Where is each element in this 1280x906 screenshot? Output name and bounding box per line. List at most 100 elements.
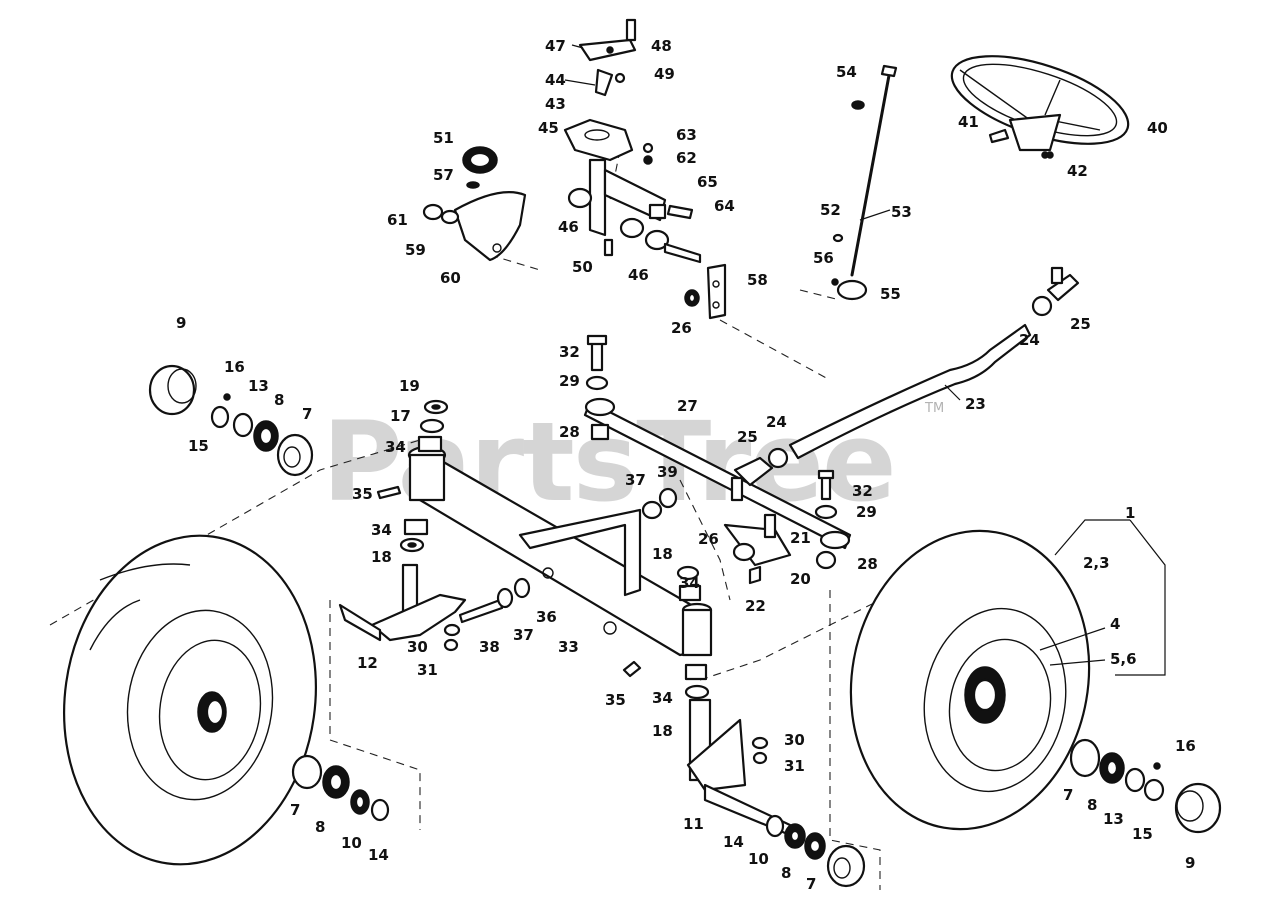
- callout-label: 22: [745, 597, 766, 615]
- callout-label: 30: [784, 731, 805, 749]
- callout-label: 63: [676, 126, 697, 144]
- callout-label: 7: [1063, 786, 1073, 804]
- callout-label: 8: [1087, 796, 1097, 814]
- left-spindle[interactable]: [338, 563, 467, 642]
- callout-labels: 48 47 49 44 43 45 63 62 65 64 46 46 50 5…: [176, 37, 1196, 893]
- callout-label: 19: [399, 377, 420, 395]
- callout-label: 16: [224, 358, 245, 376]
- callout-label: 59: [405, 241, 426, 259]
- callout-label: 60: [440, 269, 461, 287]
- callout-label: 34: [679, 574, 700, 592]
- callout-label: 8: [781, 864, 791, 882]
- drag-link[interactable]: [788, 323, 1032, 460]
- callout-label: 41: [958, 113, 979, 131]
- callout-label: 37: [513, 626, 534, 644]
- callout-label: 64: [714, 197, 735, 215]
- callout-label: 49: [654, 65, 675, 83]
- callout-label: 53: [891, 203, 912, 221]
- callout-label: 37: [625, 471, 646, 489]
- callout-label: 15: [188, 437, 209, 455]
- callout-label: 14: [723, 833, 744, 851]
- callout-label: 13: [248, 377, 269, 395]
- callout-label: 8: [274, 391, 284, 409]
- callout-label: 32: [559, 343, 580, 361]
- callout-label: 52: [820, 201, 841, 219]
- callout-label: 57: [433, 166, 454, 184]
- callout-label: 58: [747, 271, 768, 289]
- callout-label: 4: [1110, 615, 1120, 633]
- callout-label: 29: [559, 372, 580, 390]
- right-wheel[interactable]: [828, 512, 1113, 848]
- callout-label: 50: [572, 258, 593, 276]
- callout-label: 18: [652, 545, 673, 563]
- callout-label: 35: [352, 485, 373, 503]
- callout-label: 29: [856, 503, 877, 521]
- callout-label: 25: [1070, 315, 1091, 333]
- tie-rod[interactable]: [583, 397, 852, 550]
- callout-label: 31: [417, 661, 438, 679]
- steering-shaft[interactable]: [836, 64, 898, 301]
- callout-label: 7: [806, 875, 816, 893]
- ball-joint-right[interactable]: [1031, 266, 1080, 317]
- callout-label: 28: [857, 555, 878, 573]
- callout-label: 5,6: [1110, 650, 1137, 668]
- callout-label: 7: [290, 801, 300, 819]
- callout-label: 13: [1103, 810, 1124, 828]
- left-lower-hub-parts[interactable]: [291, 754, 390, 822]
- callout-label: 24: [1019, 331, 1040, 349]
- callout-label: 2,3: [1083, 554, 1110, 572]
- callout-label: 51: [433, 129, 454, 147]
- watermark-trademark: TM: [924, 401, 944, 416]
- callout-label: 46: [628, 266, 649, 284]
- callout-label: 35: [605, 691, 626, 709]
- callout-label: 36: [536, 608, 557, 626]
- callout-label: 26: [698, 530, 719, 548]
- callout-label: 20: [790, 570, 811, 588]
- callout-label: 17: [390, 407, 411, 425]
- callout-label: 7: [302, 405, 312, 423]
- ball-joint-center[interactable]: [730, 447, 789, 502]
- callout-label: 9: [176, 314, 186, 332]
- callout-label: 31: [784, 757, 805, 775]
- callout-label: 55: [880, 285, 901, 303]
- steering-wheel[interactable]: [942, 38, 1139, 161]
- callout-label: 39: [657, 463, 678, 481]
- callout-label: 10: [341, 834, 362, 852]
- callout-label: 32: [852, 482, 873, 500]
- callout-label: 12: [357, 654, 378, 672]
- callout-label: 18: [371, 548, 392, 566]
- steering-gear-assembly[interactable]: [563, 18, 727, 320]
- callout-label: 25: [737, 428, 758, 446]
- callout-label: 34: [652, 689, 673, 707]
- callout-label: 11: [683, 815, 704, 833]
- callout-label: 47: [545, 37, 566, 55]
- callout-label: 48: [651, 37, 672, 55]
- callout-label: 44: [545, 71, 566, 89]
- callout-label: 34: [385, 438, 406, 456]
- callout-label: 62: [676, 149, 697, 167]
- callout-label: 1: [1125, 504, 1135, 522]
- right-hub-parts[interactable]: [1069, 738, 1222, 834]
- callout-label: 38: [479, 638, 500, 656]
- callout-label: 43: [545, 95, 566, 113]
- callout-label: 14: [368, 846, 389, 864]
- hardware[interactable]: [376, 128, 1054, 765]
- callout-label: 8: [315, 818, 325, 836]
- sector-gear-assembly[interactable]: [422, 146, 527, 262]
- left-wheel[interactable]: [43, 519, 336, 881]
- callout-label: 33: [558, 638, 579, 656]
- callout-label: 27: [677, 397, 698, 415]
- callout-label: 46: [558, 218, 579, 236]
- right-lower-hub-parts[interactable]: [765, 814, 866, 888]
- callout-label: 45: [538, 119, 559, 137]
- callout-label: 56: [813, 249, 834, 267]
- callout-label: 24: [766, 413, 787, 431]
- leader-lines: [564, 44, 1166, 676]
- callout-label: 16: [1175, 737, 1196, 755]
- callout-label: 65: [697, 173, 718, 191]
- callout-label: 34: [371, 521, 392, 539]
- callout-label: 23: [965, 395, 986, 413]
- left-hub-parts[interactable]: [148, 364, 314, 477]
